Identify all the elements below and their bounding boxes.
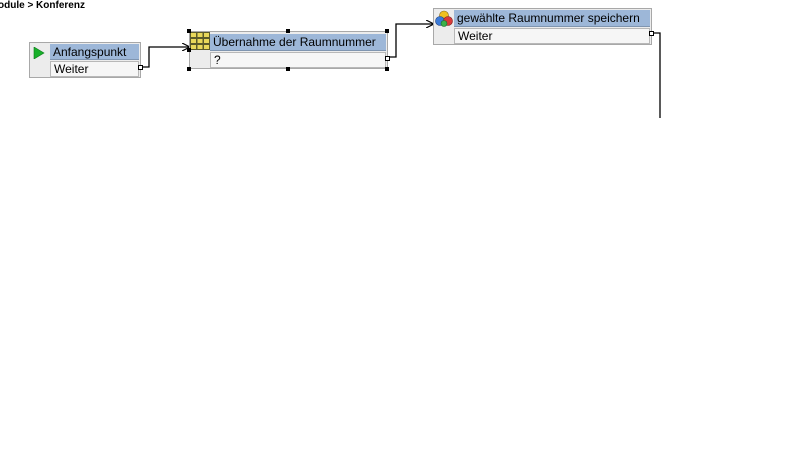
- node-start-exit-weiter[interactable]: Weiter: [50, 61, 139, 77]
- connector-save-outgoing: [653, 32, 661, 118]
- selection-handle-bottom-right[interactable]: [385, 67, 389, 71]
- selection-handle-top-middle[interactable]: [286, 29, 290, 33]
- connector-receive-to-save: [389, 24, 433, 58]
- breadcrumb: odule > Konferenz: [0, 0, 85, 11]
- selection-handle-bottom-left[interactable]: [187, 67, 191, 71]
- node-save-exit-port[interactable]: [649, 31, 654, 36]
- database-icon: [435, 10, 453, 28]
- node-save-title: gewählte Raumnummer speichern: [454, 10, 650, 27]
- play-icon: [33, 46, 45, 60]
- selection-handle-bottom-middle[interactable]: [286, 67, 290, 71]
- node-start[interactable]: Anfangspunkt Weiter: [29, 42, 143, 78]
- node-save-exit-weiter[interactable]: Weiter: [454, 28, 650, 44]
- selection-handle-top-left[interactable]: [187, 29, 191, 33]
- node-start-title: Anfangspunkt: [50, 44, 139, 60]
- selection-handle-top-right[interactable]: [385, 29, 389, 33]
- node-save-room-number[interactable]: gewählte Raumnummer speichern Weiter: [433, 8, 654, 45]
- keypad-icon: [190, 32, 210, 50]
- node-start-exit-port[interactable]: [138, 65, 143, 70]
- node-receive-exit-unknown[interactable]: ?: [210, 52, 386, 68]
- node-receive-room-number[interactable]: Übernahme der Raumnummer ?: [189, 31, 390, 69]
- node-receive-title: Übernahme der Raumnummer: [210, 34, 386, 51]
- selection-handle-middle-left[interactable]: [187, 48, 191, 52]
- node-receive-exit-port[interactable]: [385, 56, 390, 61]
- connector-start-to-receive: [142, 47, 189, 68]
